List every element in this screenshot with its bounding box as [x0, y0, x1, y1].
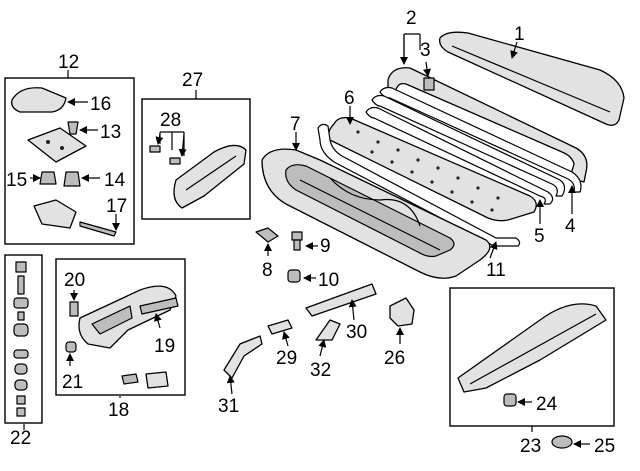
group-box-18 — [55, 258, 186, 396]
callout-12: 12 — [58, 52, 79, 73]
callout-23: 23 — [520, 436, 541, 457]
part-25-plug[interactable] — [551, 435, 573, 449]
part-18-bolt[interactable] — [121, 373, 139, 385]
callout-22: 22 — [10, 428, 31, 449]
part-2-frame[interactable] — [387, 67, 588, 183]
part-6-holes — [356, 130, 500, 212]
group-box-22 — [4, 254, 43, 424]
part-18-arm-cutout — [91, 305, 133, 335]
part-30-bracket[interactable] — [305, 283, 377, 317]
callout-7: 7 — [290, 114, 301, 135]
part-23-rib — [469, 313, 597, 385]
leader-lines — [23, 33, 590, 448]
callout-24: 24 — [536, 394, 558, 415]
part-22-hardware[interactable] — [13, 261, 29, 417]
part-27-rib — [185, 155, 237, 191]
callout-1: 1 — [514, 24, 525, 45]
callout-3: 3 — [420, 40, 431, 61]
part-14-grommet[interactable] — [63, 171, 81, 187]
part-15-grommet[interactable] — [39, 171, 57, 185]
callout-18: 18 — [108, 400, 129, 421]
part-29-bracket[interactable] — [267, 319, 293, 335]
group-box-12 — [4, 77, 135, 245]
callout-21: 21 — [62, 372, 83, 393]
callout-30: 30 — [346, 322, 367, 343]
part-20-pin[interactable] — [69, 301, 79, 317]
callout-14: 14 — [104, 170, 126, 191]
callout-20: 20 — [64, 270, 85, 291]
callout-28: 28 — [160, 110, 181, 131]
callout-32: 32 — [310, 360, 331, 381]
part-13-clip[interactable] — [67, 121, 79, 135]
callout-25: 25 — [594, 436, 615, 457]
part-10-nut[interactable] — [287, 269, 301, 283]
part-19-link[interactable] — [139, 297, 179, 315]
callout-10: 10 — [318, 270, 339, 291]
callout-9: 9 — [320, 236, 331, 257]
callout-2: 2 — [406, 8, 417, 29]
callout-17: 17 — [106, 196, 127, 217]
part-28-bolts[interactable] — [149, 145, 181, 165]
part-5-seal[interactable] — [371, 94, 566, 197]
part-12-bracket-holes — [46, 140, 64, 150]
callout-6: 6 — [344, 88, 355, 109]
part-8-block[interactable] — [255, 227, 279, 243]
part-17-rod[interactable] — [79, 221, 117, 237]
callout-15: 15 — [6, 170, 27, 191]
part-18-bracket[interactable] — [145, 371, 169, 389]
part-32-bracket[interactable] — [315, 319, 341, 341]
part-26-latch[interactable] — [389, 297, 415, 327]
callout-5: 5 — [534, 226, 545, 247]
part-12-latch[interactable] — [33, 199, 77, 229]
callout-11: 11 — [486, 260, 506, 281]
part-11-edge-seal[interactable] — [317, 123, 521, 247]
part-31-bracket[interactable] — [223, 335, 263, 379]
part-1-edge — [451, 45, 611, 113]
callout-26: 26 — [384, 348, 405, 369]
part-21-bushing[interactable] — [65, 341, 77, 353]
part-27-bracket[interactable] — [173, 144, 247, 209]
part-7-inner-cutout — [285, 164, 455, 258]
part-5-seal-b — [365, 106, 554, 205]
callout-16: 16 — [90, 94, 111, 115]
callout-31: 31 — [218, 396, 239, 417]
callout-13: 13 — [100, 122, 121, 143]
part-7-rib — [299, 179, 441, 251]
part-16-cover[interactable] — [11, 87, 67, 113]
callout-29: 29 — [276, 348, 297, 369]
part-9-bolt[interactable] — [291, 231, 303, 251]
callout-4: 4 — [565, 216, 576, 237]
part-24-stud[interactable] — [503, 393, 517, 407]
part-7-rib2 — [329, 177, 421, 227]
callout-8: 8 — [262, 260, 273, 281]
part-12-bracket[interactable] — [27, 127, 87, 163]
callout-19: 19 — [154, 336, 175, 357]
part-3-clip[interactable] — [423, 77, 435, 91]
callout-27: 27 — [182, 70, 203, 91]
